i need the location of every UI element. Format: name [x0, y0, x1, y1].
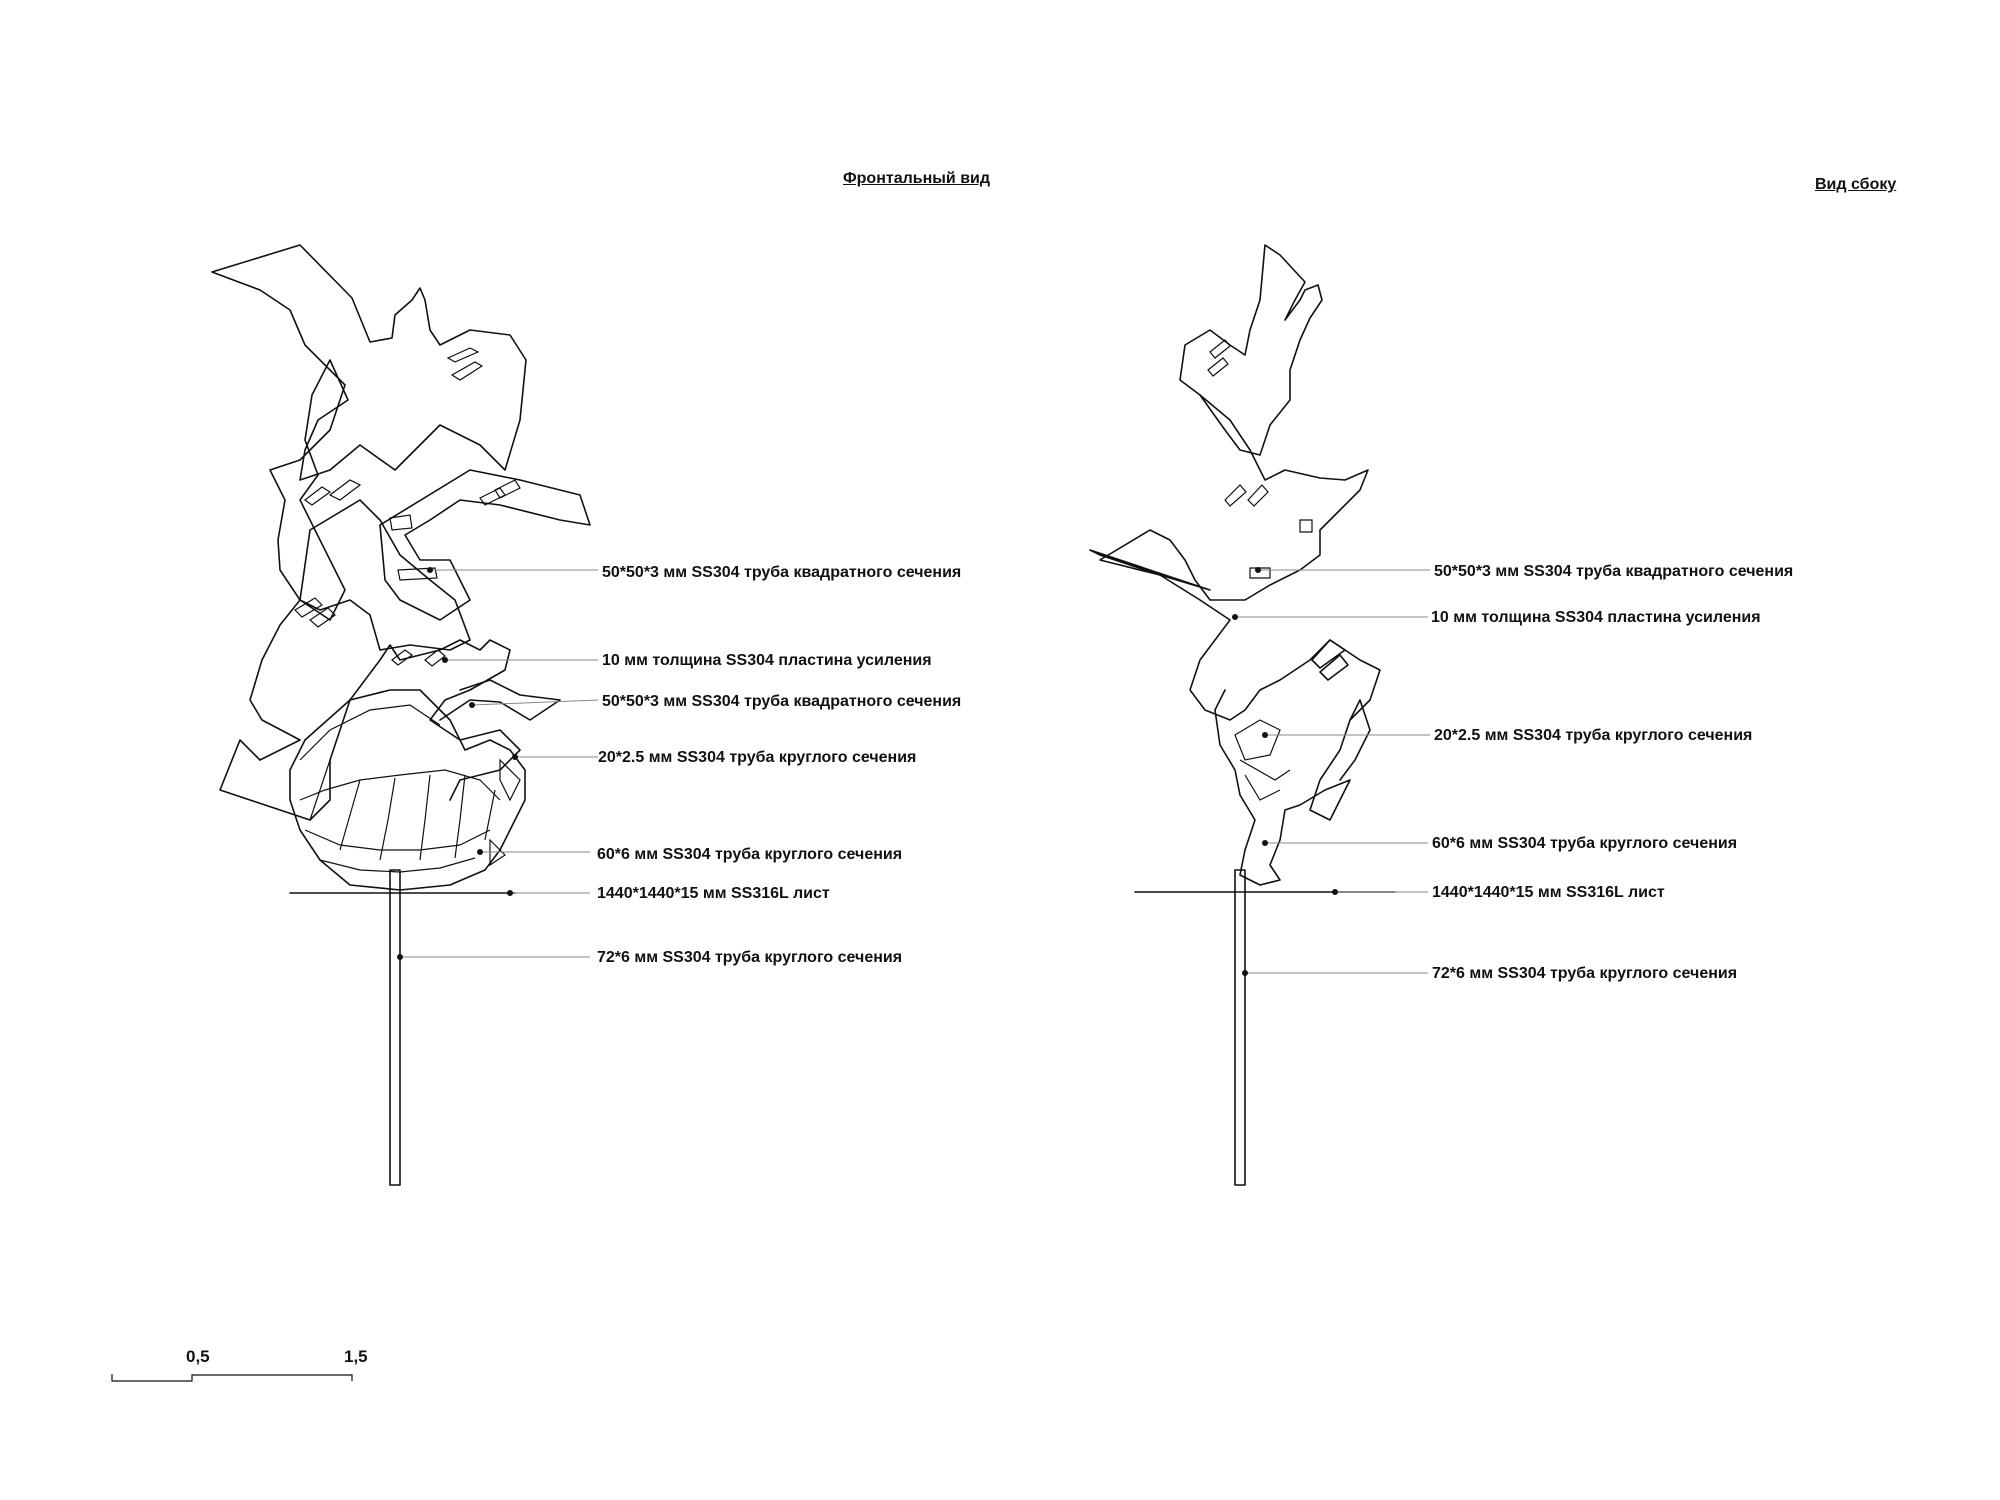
side-callout-round-tube-20: 20*2.5 мм SS304 труба круглого сечения — [1434, 727, 1753, 744]
side-callout-reinforcement-plate: 10 мм толщина SS304 пластина усиления — [1431, 609, 1761, 626]
front-callout-square-tube-lower: 50*50*3 мм SS304 труба квадратного сечен… — [602, 693, 962, 710]
front-leaders — [397, 567, 599, 960]
side-view-sculpture — [1089, 244, 1396, 1186]
front-view-title: Фронтальный вид — [843, 170, 991, 187]
front-callout-sheet: 1440*1440*15 мм SS316L лист — [597, 885, 830, 902]
side-callout-round-tube-60: 60*6 мм SS304 труба круглого сечения — [1432, 835, 1738, 852]
front-callout-square-tube-upper: 50*50*3 мм SS304 труба квадратного сечен… — [602, 564, 962, 581]
side-callout-sheet: 1440*1440*15 мм SS316L лист — [1432, 884, 1665, 901]
front-callout-round-tube-60: 60*6 мм SS304 труба круглого сечения — [597, 846, 903, 863]
scale-label-a: 0,5 — [186, 1347, 210, 1366]
front-callout-round-tube-72: 72*6 мм SS304 труба круглого сечения — [597, 949, 903, 966]
side-callout-square-tube: 50*50*3 мм SS304 труба квадратного сечен… — [1434, 563, 1794, 580]
side-leaders — [1232, 567, 1430, 976]
front-view-sculpture — [211, 244, 591, 1186]
front-callout-round-tube-20: 20*2.5 мм SS304 труба круглого сечения — [598, 749, 917, 766]
scale-label-b: 1,5 — [344, 1347, 368, 1366]
scale-bar — [111, 1374, 353, 1382]
side-view-title: Вид сбоку — [1815, 176, 1897, 193]
side-callout-round-tube-72: 72*6 мм SS304 труба круглого сечения — [1432, 965, 1738, 982]
front-callout-reinforcement-plate: 10 мм толщина SS304 пластина усиления — [602, 652, 932, 669]
